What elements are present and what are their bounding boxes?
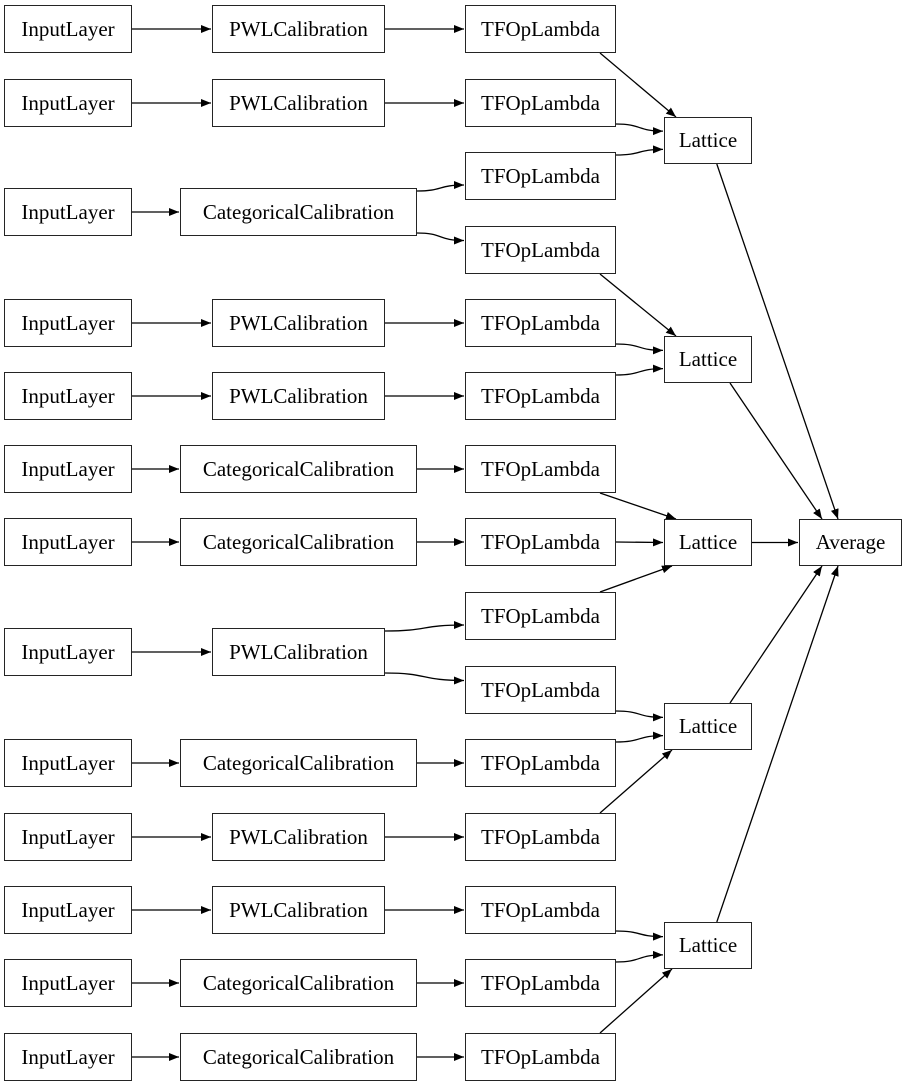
node-lattice: Lattice xyxy=(664,117,752,164)
node-categoricalcalibration: CategoricalCalibration xyxy=(180,445,417,493)
node-inputlayer: InputLayer xyxy=(4,79,132,127)
node-tfoplambda: TFOpLambda xyxy=(465,226,616,274)
edge-t1-l1 xyxy=(599,52,677,118)
edge-t6-l2 xyxy=(615,364,664,376)
edge-t12-l4 xyxy=(599,749,673,814)
node-pwlcalibration: PWLCalibration xyxy=(212,372,385,420)
node-categoricalcalibration: CategoricalCalibration xyxy=(180,739,417,787)
edge-t10-l4 xyxy=(615,710,664,722)
edge-t14-l5 xyxy=(615,950,664,963)
node-inputlayer: InputLayer xyxy=(4,5,132,53)
node-categoricalcalibration: CategoricalCalibration xyxy=(180,518,417,566)
edge-t8-l3 xyxy=(615,538,664,547)
node-inputlayer: InputLayer xyxy=(4,813,132,861)
node-categoricalcalibration: CategoricalCalibration xyxy=(180,959,417,1007)
node-tfoplambda: TFOpLambda xyxy=(465,152,616,200)
node-pwlcalibration: PWLCalibration xyxy=(212,813,385,861)
node-inputlayer: InputLayer xyxy=(4,299,132,347)
node-pwlcalibration: PWLCalibration xyxy=(212,299,385,347)
edge-pwl5-t10 xyxy=(384,672,465,685)
node-inputlayer: InputLayer xyxy=(4,372,132,420)
edge-l2-avg xyxy=(729,382,823,520)
edge-cat1-t3 xyxy=(416,181,465,192)
edge-l5-avg xyxy=(716,565,839,923)
node-tfoplambda: TFOpLambda xyxy=(465,518,616,566)
node-average: Average xyxy=(799,519,902,566)
node-inputlayer: InputLayer xyxy=(4,628,132,676)
edge-t15-l5 xyxy=(599,968,673,1034)
node-inputlayer: InputLayer xyxy=(4,445,132,493)
node-lattice: Lattice xyxy=(664,922,752,969)
node-pwlcalibration: PWLCalibration xyxy=(212,5,385,53)
node-inputlayer: InputLayer xyxy=(4,518,132,566)
edge-l4-avg xyxy=(729,565,823,704)
node-tfoplambda: TFOpLambda xyxy=(465,886,616,934)
node-pwlcalibration: PWLCalibration xyxy=(212,886,385,934)
node-inputlayer: InputLayer xyxy=(4,188,132,236)
node-inputlayer: InputLayer xyxy=(4,886,132,934)
node-tfoplambda: TFOpLambda xyxy=(465,666,616,714)
edge-t11-l4 xyxy=(615,731,664,743)
node-pwlcalibration: PWLCalibration xyxy=(212,79,385,127)
edge-t2-l1 xyxy=(615,123,664,136)
edge-l1-avg xyxy=(716,163,839,520)
node-inputlayer: InputLayer xyxy=(4,959,132,1007)
node-tfoplambda: TFOpLambda xyxy=(465,372,616,420)
node-tfoplambda: TFOpLambda xyxy=(465,299,616,347)
node-lattice: Lattice xyxy=(664,336,752,383)
edge-t4-l2 xyxy=(599,273,677,337)
node-tfoplambda: TFOpLambda xyxy=(465,79,616,127)
node-tfoplambda: TFOpLambda xyxy=(465,739,616,787)
node-lattice: Lattice xyxy=(664,519,752,566)
node-inputlayer: InputLayer xyxy=(4,739,132,787)
edge-t7-l3 xyxy=(599,492,677,520)
node-categoricalcalibration: CategoricalCalibration xyxy=(180,1033,417,1081)
node-tfoplambda: TFOpLambda xyxy=(465,5,616,53)
node-tfoplambda: TFOpLambda xyxy=(465,959,616,1007)
edge-t9-l3 xyxy=(599,565,673,593)
node-tfoplambda: TFOpLambda xyxy=(465,813,616,861)
node-inputlayer: InputLayer xyxy=(4,1033,132,1081)
edge-t13-l5 xyxy=(615,930,664,941)
node-categoricalcalibration: CategoricalCalibration xyxy=(180,188,417,236)
node-tfoplambda: TFOpLambda xyxy=(465,592,616,640)
node-pwlcalibration: PWLCalibration xyxy=(212,628,385,676)
edge-cat1-t4 xyxy=(416,232,465,245)
edge-pwl5-t9 xyxy=(384,621,465,632)
node-lattice: Lattice xyxy=(664,703,752,750)
edge-t5-l2 xyxy=(615,343,664,355)
edge-t3-l1 xyxy=(615,145,664,156)
node-tfoplambda: TFOpLambda xyxy=(465,1033,616,1081)
node-tfoplambda: TFOpLambda xyxy=(465,445,616,493)
